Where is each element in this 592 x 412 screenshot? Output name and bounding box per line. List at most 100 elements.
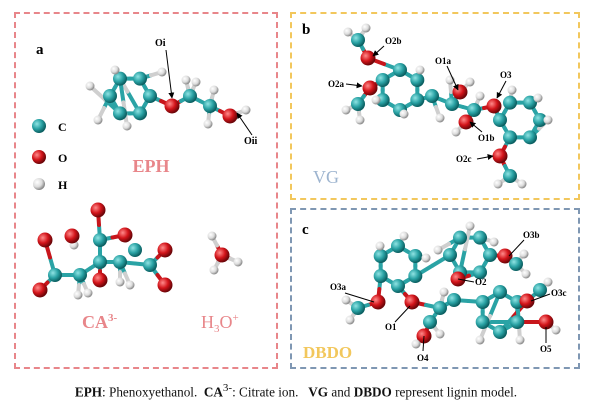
dbdo-atom-h	[543, 277, 553, 287]
dbdo-atom-c	[443, 248, 457, 262]
dbdo-atom-h	[399, 231, 409, 241]
citrate-atom-c	[113, 255, 127, 269]
dbdo-atom-c	[447, 293, 461, 307]
dbdo-atom-c	[509, 257, 523, 271]
panel-a-letter: a	[36, 42, 44, 58]
eph-atom-c	[113, 106, 127, 121]
citrate-atom-o	[32, 282, 48, 298]
leader-o3c	[530, 293, 551, 302]
h3o-name-h: H	[201, 312, 214, 332]
dbdo-atom-h	[519, 249, 529, 259]
vg-atom-c	[503, 169, 517, 183]
vg-atom-c	[503, 95, 517, 110]
dbdo-atom-h	[375, 241, 385, 251]
vg-atom-h	[493, 179, 503, 189]
dbdo-atom-h	[489, 237, 499, 247]
eph-atom-h	[122, 121, 132, 131]
dbdo-atom-c	[475, 295, 490, 309]
eph-atom-h	[191, 77, 201, 87]
dbdo-atom-c	[510, 315, 525, 329]
dbdo-atom-c	[351, 301, 365, 315]
hydronium-molecule	[207, 231, 243, 275]
ca-name-base: CA	[82, 312, 108, 332]
vg-atom-o	[492, 148, 508, 164]
caption-dbdo-term: DBDO	[353, 384, 392, 400]
vg-atom-h	[543, 115, 553, 125]
h3o-atom-h	[207, 231, 217, 241]
panel-b	[290, 12, 580, 200]
vg-atom-c	[425, 89, 439, 103]
vg-atom-h	[475, 91, 485, 101]
dbdo-atom-c	[408, 269, 423, 283]
label-o2: O2	[475, 277, 487, 287]
caption-eph-def: : Phenoxyethanol.	[102, 384, 198, 400]
arrow-o3	[496, 80, 507, 99]
dbdo-atom-c	[373, 269, 388, 283]
eph-atom-h	[203, 119, 213, 129]
vg-atom-h	[361, 23, 371, 33]
dbdo-atom-h	[551, 325, 561, 335]
dbdo-atom-h	[421, 253, 431, 263]
citrate-atom-h	[115, 277, 125, 287]
h3o-atom-h	[233, 257, 243, 267]
dbdo-atom-c	[473, 265, 487, 280]
vg-atom-o	[458, 114, 474, 130]
vg-atom-h	[399, 109, 409, 119]
leader-o3a	[344, 292, 375, 303]
caption-ca-def: : Citrate ion.	[232, 384, 299, 400]
vg-atom-h	[343, 27, 353, 37]
dbdo-atom-o	[370, 294, 386, 310]
dbdo-atom-c	[391, 239, 405, 253]
label-o3a: O3a	[330, 282, 347, 292]
vg-atom-o	[452, 84, 468, 100]
dbdo-atom-h	[411, 339, 421, 349]
citrate-atom-c	[128, 243, 142, 257]
leader-o4	[422, 335, 425, 352]
vg-atom-h	[507, 85, 517, 95]
vg-atom-c	[410, 93, 425, 107]
dbdo-atom-c	[493, 325, 507, 339]
vg-atom-c	[523, 130, 537, 145]
legend-carbon-label: C	[58, 120, 67, 134]
vg-atom-c	[393, 63, 407, 77]
dbdo-atom-o	[404, 294, 420, 310]
panel-b-letter: b	[302, 22, 310, 38]
citrate-atom-h	[83, 288, 93, 298]
dbdo-atom-h	[521, 269, 531, 279]
dbdo-atom-h	[433, 245, 443, 255]
eph-atom-c	[113, 71, 127, 86]
ca-name-sup: 3-	[108, 312, 118, 324]
dbdo-name: DBDO	[303, 343, 352, 362]
vg-molecule	[341, 23, 553, 189]
panel-c-letter: c	[302, 222, 309, 238]
figure-canvas: a b c C O H EPH CA3- H3O+ VG DBDO Oi Oii…	[32, 22, 567, 363]
citrate-atom-o	[157, 277, 173, 293]
eph-atom-c	[203, 99, 217, 113]
vg-atom-h	[341, 105, 351, 115]
vg-atom-c	[351, 33, 365, 47]
dbdo-atom-h	[341, 295, 351, 305]
vg-atom-c	[493, 113, 507, 127]
arrow-o2a	[345, 82, 363, 89]
vg-atom-h	[355, 115, 365, 125]
vg-atom-h	[371, 95, 381, 105]
dbdo-atom-h	[345, 315, 355, 325]
arrow-o1b	[469, 121, 483, 133]
arrow-o2c	[476, 154, 494, 160]
dbdo-atom-o	[519, 293, 535, 309]
dbdo-atom-c	[408, 249, 423, 263]
arrow-o2b	[372, 45, 385, 57]
leader-o3b	[508, 239, 525, 257]
h3o-name-sub: 3	[214, 323, 220, 335]
dbdo-atom-c	[373, 249, 388, 263]
eph-atom-h	[241, 105, 251, 115]
label-oi: Oi	[155, 38, 166, 49]
label-o2a: O2a	[328, 79, 345, 89]
label-o2c: O2c	[456, 154, 472, 164]
vg-atom-h	[415, 65, 425, 75]
vg-atom-h	[465, 77, 475, 87]
dbdo-atom-h	[475, 335, 485, 345]
citrate-atom-c	[48, 268, 62, 282]
vg-atom-h	[451, 127, 461, 137]
caption-lignin-def: represent lignin model.	[395, 384, 518, 400]
